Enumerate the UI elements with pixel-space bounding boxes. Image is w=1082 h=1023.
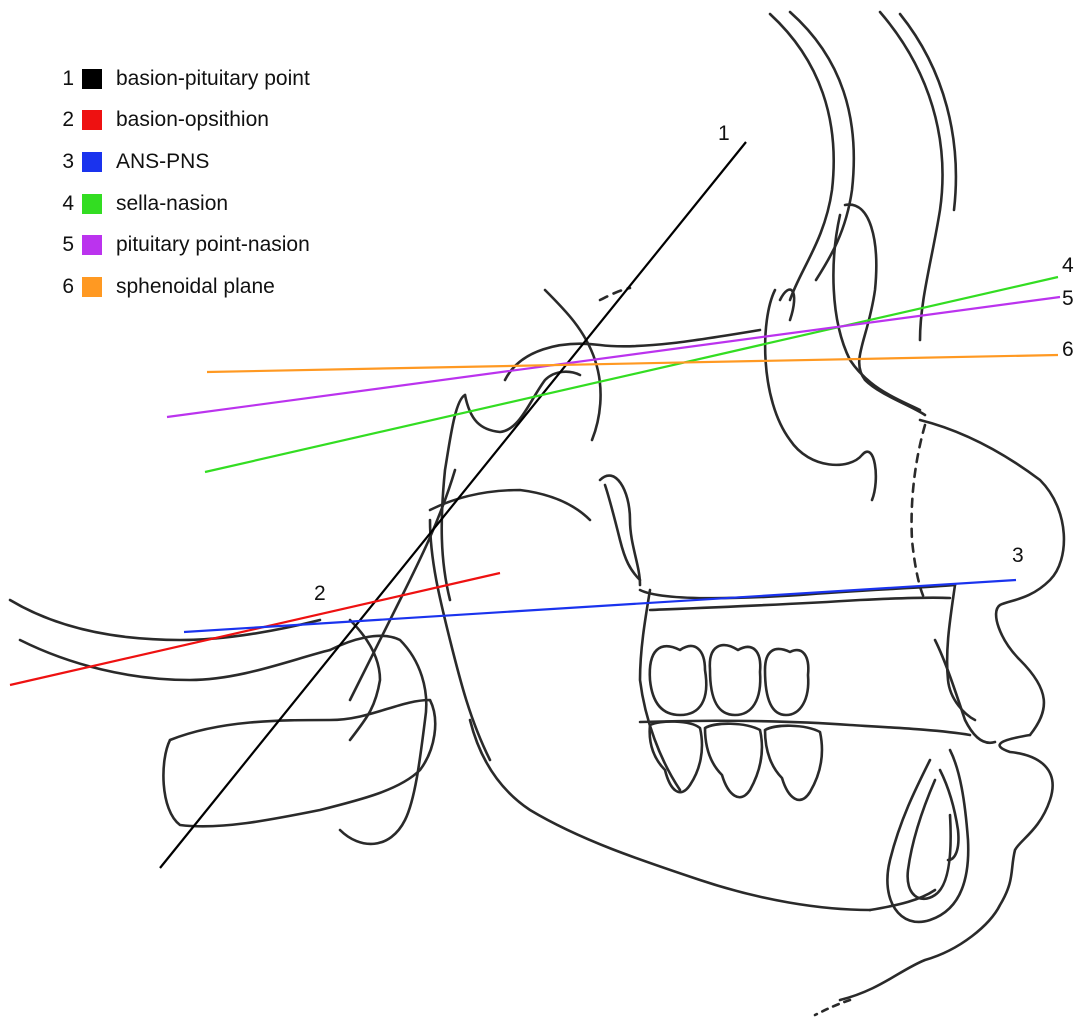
- legend-number: 2: [54, 108, 74, 132]
- mandible-ramus: [470, 720, 870, 910]
- line-number-label: 1: [718, 122, 730, 145]
- mastoid: [350, 620, 380, 740]
- upper-molar-3: [765, 649, 808, 715]
- legend-label: pituitary point-nasion: [116, 233, 310, 257]
- frontal-bone-outer: [770, 14, 834, 300]
- legend-swatch: [82, 152, 102, 172]
- legend-label: sella-nasion: [116, 192, 228, 216]
- line-number-label: 2: [314, 582, 326, 605]
- upper-molar-1: [650, 646, 706, 715]
- legend-swatch: [82, 194, 102, 214]
- legend-label: basion-opsithion: [116, 108, 269, 132]
- legend-swatch: [82, 110, 102, 130]
- line-number-label: 5: [1062, 287, 1074, 310]
- ans-pns-line: [184, 580, 1016, 632]
- occipital-outer: [10, 600, 320, 640]
- soft-tissue-nose: [920, 420, 1064, 735]
- soft-tissue-forehead: [880, 12, 943, 340]
- nasal-dashed: [912, 425, 925, 600]
- legend-swatch: [82, 277, 102, 297]
- occipital-inner: [20, 640, 330, 680]
- soft-tissue-forehead-inner: [900, 14, 956, 210]
- chin-dashed: [815, 1000, 850, 1015]
- legend-label: sphenoidal plane: [116, 275, 275, 299]
- legend-number: 5: [54, 233, 74, 257]
- legend-item: 6 sphenoidal plane: [54, 266, 310, 308]
- mandible-symphysis-inner: [908, 780, 951, 899]
- legend-item: 4 sella-nasion: [54, 183, 310, 225]
- legend-item: 2 basion-opsithion: [54, 100, 310, 142]
- posterior-maxilla: [430, 520, 490, 760]
- legend-item: 1 basion-pituitary point: [54, 58, 310, 100]
- line-number-label: 3: [1012, 544, 1024, 567]
- atlas-vertebra: [163, 700, 435, 826]
- legend-number: 6: [54, 275, 74, 299]
- legend-swatch: [82, 69, 102, 89]
- legend-number: 1: [54, 67, 74, 91]
- soft-tissue-lips: [840, 735, 1053, 1000]
- coronoid: [640, 590, 680, 790]
- pterygoid-inner: [605, 485, 640, 580]
- lower-molar-2: [705, 724, 762, 797]
- legend-item: 5 pituitary point-nasion: [54, 224, 310, 266]
- upper-molar-2: [710, 645, 760, 715]
- legend-swatch: [82, 235, 102, 255]
- legend-number: 4: [54, 192, 74, 216]
- legend-number: 3: [54, 150, 74, 174]
- upper-incisor: [935, 640, 995, 743]
- frontal-bone-inner: [790, 12, 854, 280]
- mandible-symphysis-outer: [887, 750, 968, 922]
- line-number-label: 6: [1062, 338, 1074, 361]
- sella-nasion-line: [205, 277, 1058, 472]
- sphenoidal-plane-line: [207, 355, 1058, 372]
- lower-molar-3: [765, 726, 822, 800]
- maxillary-front: [947, 585, 975, 720]
- legend-label: basion-pituitary point: [116, 67, 310, 91]
- sella-turcica: [465, 372, 580, 432]
- line-number-label: 4: [1062, 254, 1074, 277]
- legend-item: 3 ANS-PNS: [54, 141, 310, 183]
- legend: 1 basion-pituitary point 2 basion-opsithion…: [54, 58, 310, 308]
- legend-label: ANS-PNS: [116, 150, 209, 174]
